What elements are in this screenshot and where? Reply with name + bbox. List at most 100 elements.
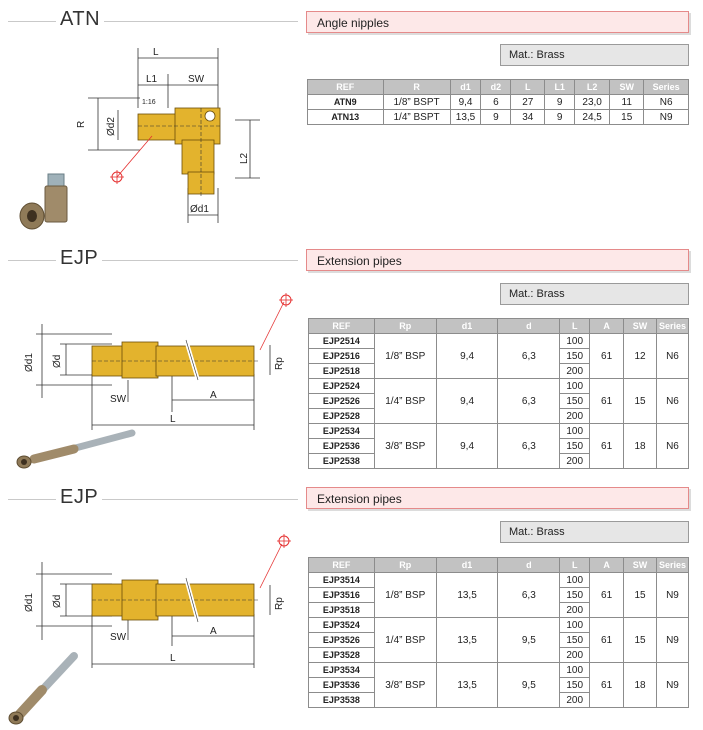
dim-label-d1: Ød1 — [24, 593, 35, 612]
d-cell: 6,3 — [497, 378, 561, 424]
column-header: SW — [609, 79, 645, 95]
column-header: Series — [643, 79, 689, 95]
dim-label-A: A — [210, 390, 217, 401]
thread-cell: 1/4” BSP — [373, 617, 437, 663]
section-rule — [8, 260, 298, 261]
thread-cell: 3/8” BSP — [373, 423, 437, 469]
ref-cell: ATN9 — [307, 94, 384, 110]
dim-label-L2: L2 — [239, 152, 250, 164]
column-header: Rp — [373, 557, 437, 573]
ref-cell: EJP3536 — [308, 677, 375, 693]
a-cell: 61 — [589, 617, 625, 663]
length-cell: 200 — [559, 602, 591, 618]
length-cell: 100 — [559, 617, 591, 633]
column-header: Rp — [373, 318, 437, 334]
table-row: EJP2518 200 — [308, 363, 689, 379]
table-cell: N9 — [643, 109, 689, 125]
table-cell: 9 — [544, 109, 576, 125]
dim-label-A: A — [210, 626, 217, 637]
ref-cell: EJP2528 — [308, 408, 375, 424]
d1-cell: 13,5 — [435, 662, 499, 708]
table-cell: 11 — [609, 94, 645, 110]
table-cell: 1/4” BSPT — [382, 109, 451, 125]
section-rule — [8, 499, 298, 500]
column-header: A — [589, 318, 625, 334]
column-header: d1 — [449, 79, 482, 95]
section-title-banner: Extension pipes — [306, 249, 689, 271]
ref-cell: EJP2524 — [308, 378, 375, 394]
thread-cell: 1/8” BSP — [373, 333, 437, 379]
series-cell: N6 — [655, 378, 690, 424]
thread-cell: 3/8” BSP — [373, 662, 437, 708]
ref-cell: EJP3528 — [308, 647, 375, 663]
sw-cell: 18 — [623, 662, 657, 708]
column-header: SW — [623, 557, 657, 573]
dim-label-Rp: Rp — [274, 357, 285, 370]
ref-cell: EJP2514 — [308, 333, 375, 349]
table-cell: 23,0 — [574, 94, 611, 110]
table-cell: 13,5 — [449, 109, 482, 125]
a-cell: 61 — [589, 572, 625, 618]
section-code: EJP — [56, 247, 103, 270]
d1-cell: 9,4 — [435, 378, 499, 424]
a-cell: 61 — [589, 662, 625, 708]
dim-label-L: L — [170, 414, 176, 425]
d-cell: 6,3 — [497, 423, 561, 469]
ref-cell: EJP2536 — [308, 438, 375, 454]
section-code: ATN — [56, 8, 105, 31]
atn-technical-drawing: L L1 SW 1:16 R Ød2 L2 Ød1 — [76, 47, 260, 223]
d-cell: 6,3 — [497, 572, 561, 618]
column-header: Series — [655, 318, 690, 334]
column-header: L — [559, 318, 591, 334]
ref-cell: EJP3516 — [308, 587, 375, 603]
column-header: A — [589, 557, 625, 573]
dim-label-L: L — [170, 653, 176, 664]
table-cell: 27 — [510, 94, 546, 110]
column-header: d1 — [435, 557, 499, 573]
d-cell: 9,5 — [497, 662, 561, 708]
length-cell: 150 — [559, 393, 591, 409]
length-cell: 200 — [559, 408, 591, 424]
dim-label-d1: Ød1 — [24, 353, 35, 372]
series-cell: N9 — [655, 662, 690, 708]
table-row: EJP3536 150 — [308, 677, 689, 693]
a-cell: 61 — [589, 423, 625, 469]
sw-cell: 15 — [623, 617, 657, 663]
dim-label-d: Ød — [52, 355, 63, 368]
table-cell: 9,4 — [449, 94, 482, 110]
d1-cell: 9,4 — [435, 333, 499, 379]
length-cell: 100 — [559, 572, 591, 588]
series-cell: N9 — [655, 617, 690, 663]
ref-cell: EJP2518 — [308, 363, 375, 379]
length-cell: 200 — [559, 453, 591, 469]
thread-cell: 1/8” BSP — [373, 572, 437, 618]
length-cell: 100 — [559, 423, 591, 439]
section-title-banner: Extension pipes — [306, 487, 689, 509]
dim-label-L: L — [153, 47, 159, 58]
series-cell: N6 — [655, 333, 690, 379]
sw-cell: 12 — [623, 333, 657, 379]
d1-cell: 13,5 — [435, 572, 499, 618]
dim-label-Rp: Rp — [274, 597, 285, 610]
ref-cell: EJP3534 — [308, 662, 375, 678]
sw-cell: 18 — [623, 423, 657, 469]
sw-cell: 15 — [623, 572, 657, 618]
length-cell: 200 — [559, 363, 591, 379]
dim-label-SW: SW — [110, 394, 127, 405]
d1-cell: 13,5 — [435, 617, 499, 663]
column-header: d2 — [480, 79, 512, 95]
table-cell: 24,5 — [574, 109, 611, 125]
length-cell: 150 — [559, 677, 591, 693]
material-label: Mat.: Brass — [500, 44, 689, 66]
series-cell: N6 — [655, 423, 690, 469]
